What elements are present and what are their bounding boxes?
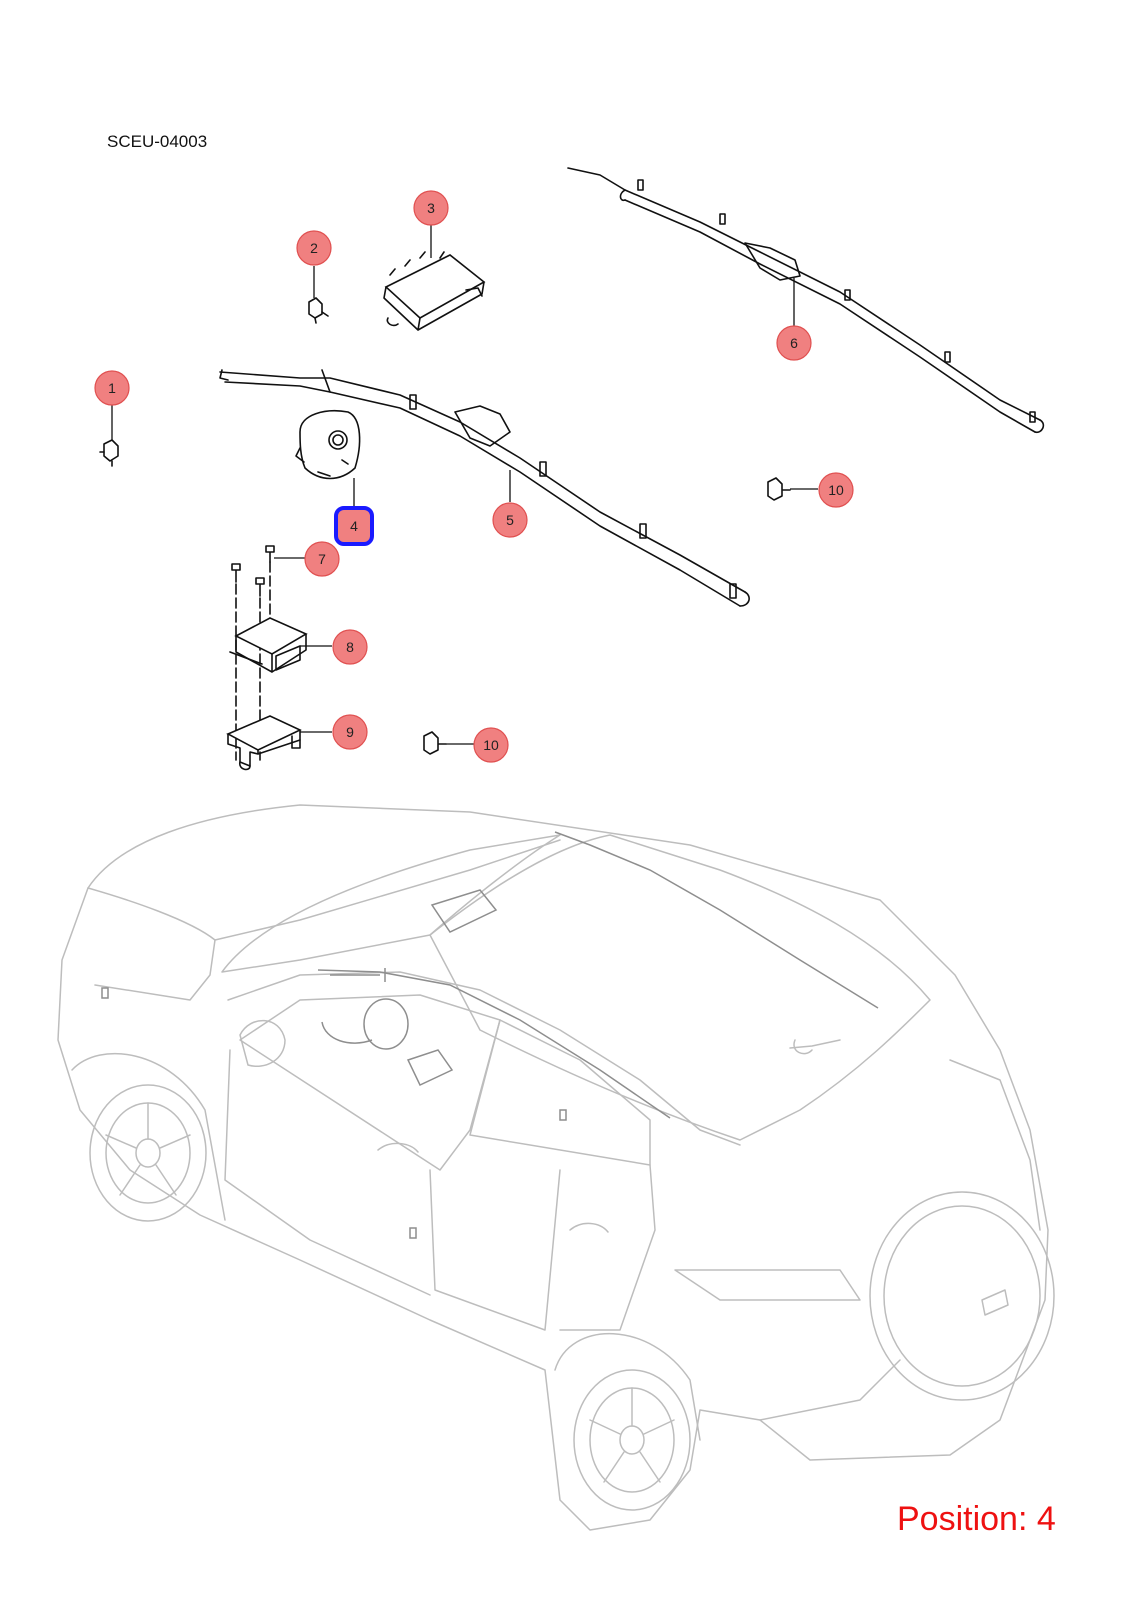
- svg-text:6: 6: [790, 335, 798, 351]
- callout-8[interactable]: 8: [332, 629, 368, 665]
- vehicle-outline: [57, 804, 1055, 1531]
- installed-parts: [101, 831, 879, 1239]
- callout-3[interactable]: 3: [413, 190, 449, 226]
- part-1-sensor: [99, 439, 119, 467]
- diagram-code: SCEU-04003: [107, 132, 208, 151]
- callout-10-lower[interactable]: 10: [473, 727, 509, 763]
- callout-7[interactable]: 7: [304, 541, 340, 577]
- svg-text:1: 1: [108, 380, 116, 396]
- svg-text:9: 9: [346, 724, 354, 740]
- part-2-sensor: [308, 297, 329, 324]
- part-10-sensor-lower: [423, 731, 447, 755]
- svg-text:3: 3: [427, 200, 435, 216]
- part-6-curtain-airbag: [567, 167, 1045, 434]
- part-9-bracket: [226, 715, 302, 771]
- part-5-curtain-airbag: [219, 369, 750, 607]
- leader-lines: [111, 225, 818, 745]
- svg-text:2: 2: [310, 240, 318, 256]
- svg-text:8: 8: [346, 639, 354, 655]
- part-10-sensor-upper: [767, 477, 791, 501]
- callout-10-upper[interactable]: 10: [818, 472, 854, 508]
- svg-text:10: 10: [828, 482, 844, 498]
- part-4-driver-airbag: [295, 410, 361, 480]
- svg-text:7: 7: [318, 551, 326, 567]
- svg-text:5: 5: [506, 512, 514, 528]
- callout-2[interactable]: 2: [296, 230, 332, 266]
- callout-1[interactable]: 1: [94, 370, 130, 406]
- callout-9[interactable]: 9: [332, 714, 368, 750]
- position-label: Position: 4: [897, 1500, 1056, 1538]
- callout-6[interactable]: 6: [776, 325, 812, 361]
- svg-text:10: 10: [483, 737, 499, 753]
- part-8-control-unit: [229, 617, 308, 673]
- svg-text:4: 4: [350, 518, 358, 534]
- part-3-airbag-module: [383, 251, 486, 331]
- callout-4-selected[interactable]: 4: [334, 506, 374, 546]
- callout-5[interactable]: 5: [492, 502, 528, 538]
